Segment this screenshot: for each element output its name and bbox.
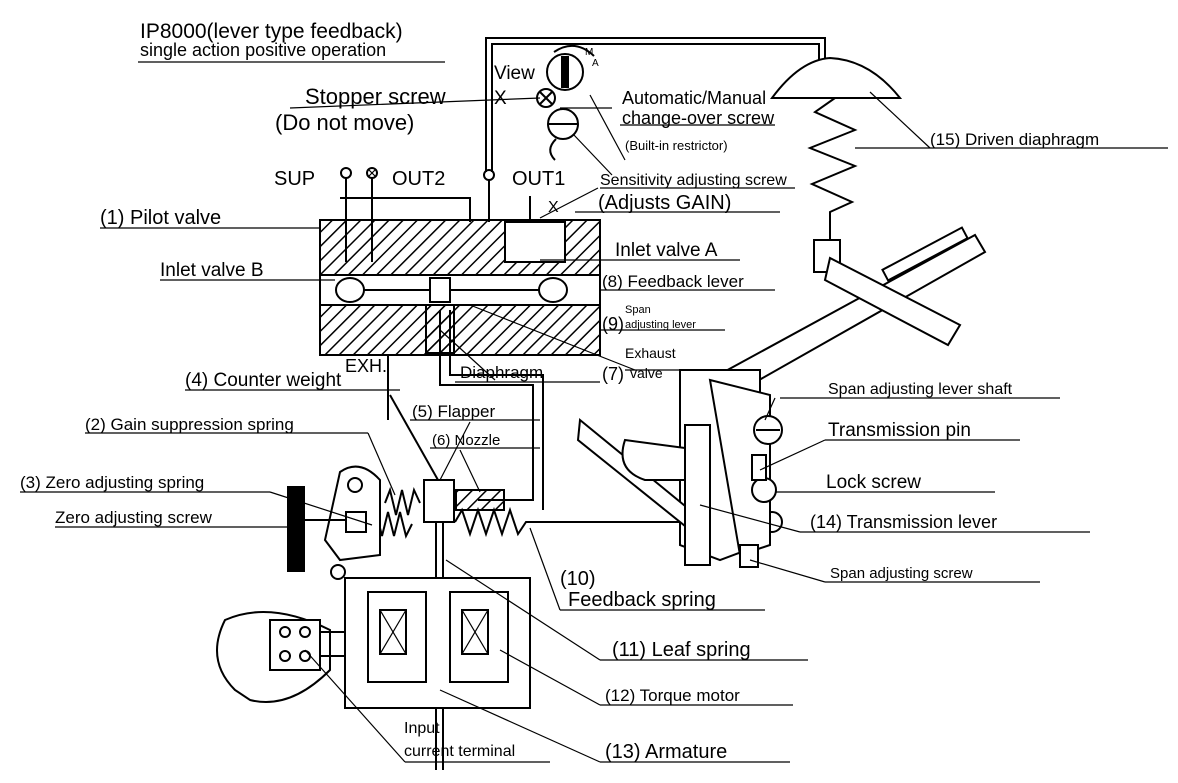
label-span-lever-1: Span: [625, 304, 651, 316]
label-leaf-spring: (11) Leaf spring: [612, 639, 751, 661]
label-zero-screw: Zero adjusting screw: [55, 508, 213, 527]
nozzle-air-line: [439, 310, 534, 501]
leader-transmission-pin: [759, 439, 826, 471]
label-exhaust-2: valve: [630, 365, 663, 381]
gain-spring-shape: [384, 486, 421, 516]
terminal-block: [269, 619, 321, 671]
port-exh: EXH.: [345, 356, 387, 376]
label-input-terminal-2: current terminal: [404, 743, 515, 760]
port-sup: SUP: [274, 168, 315, 190]
leader-armature: [439, 689, 601, 763]
dial-circle: [546, 53, 584, 91]
label-pilot-valve: (1) Pilot valve: [100, 207, 221, 229]
label-exhaust-num: (7): [602, 364, 624, 384]
label-sensitivity-1: Sensitivity adjusting screw: [600, 172, 787, 189]
label-auto-manual-1: Automatic/Manual: [622, 88, 766, 108]
view-hook: [549, 138, 557, 161]
driven-diaphragm-shape: [770, 56, 903, 99]
inlet-valve-b-ball: [335, 277, 365, 303]
label-driven-diaphragm: (15) Driven diaphragm: [930, 130, 1099, 149]
label-feedback-spring-num: (10): [560, 568, 596, 590]
label-counter-weight: (4) Counter weight: [185, 370, 342, 391]
label-feedback-spring: Feedback spring: [568, 589, 716, 611]
label-span-lever-2: adjusting lever: [625, 319, 696, 331]
dial-slot: [561, 56, 569, 88]
nozzle-body: [455, 489, 505, 511]
label-builtin-restrictor: (Built-in restrictor): [625, 138, 728, 153]
label-flapper: (5) Flapper: [412, 402, 495, 421]
diaphragm-spring: [807, 97, 858, 240]
inlet-valve-a-ball: [538, 277, 568, 303]
leader-input-terminal: [304, 649, 406, 763]
sensitivity-chamber: [504, 221, 566, 263]
leader-torque-motor: [499, 649, 601, 706]
label-input-terminal-1: Input: [404, 720, 440, 737]
exhaust-valve-body: [429, 277, 451, 303]
label-armature: (13) Armature: [605, 741, 727, 763]
port-out1: OUT1: [512, 168, 565, 190]
label-stopper-screw: Stopper screw: [305, 84, 446, 109]
port-x-mark: X: [548, 199, 559, 216]
dial-mark-a: A: [592, 58, 599, 69]
zero-screw-knob: [287, 486, 305, 572]
title-line1: IP8000(lever type feedback): [140, 20, 403, 43]
label-auto-manual-2: change-over screw: [622, 108, 775, 128]
dial-arc: [553, 45, 595, 57]
label-nozzle: (6) Nozzle: [432, 432, 500, 449]
label-span-shaft: Span adjusting lever shaft: [828, 381, 1013, 398]
view-x-label: X: [494, 88, 507, 109]
leader-feedback-spring: [529, 527, 561, 611]
leader-exhaust: [469, 304, 636, 371]
diaphragm-block: [425, 304, 455, 354]
leader-span-screw: [749, 559, 826, 583]
label-inlet-valve-b: Inlet valve B: [160, 260, 264, 281]
feedback-lever-slot: [881, 226, 969, 282]
leader-sensitivity: [539, 187, 599, 219]
label-lock-screw: Lock screw: [826, 472, 921, 493]
label-gain-spring: (2) Gain suppression spring: [85, 415, 294, 434]
label-sensitivity-2: (Adjusts GAIN): [598, 192, 731, 214]
label-transmission-lever: (14) Transmission lever: [810, 512, 997, 532]
label-torque-motor: (12) Torque motor: [605, 686, 740, 705]
counter-weight-block: [423, 479, 455, 523]
label-span-screw: Span adjusting screw: [830, 565, 973, 582]
label-exhaust-1: Exhaust: [625, 345, 676, 361]
label-inlet-valve-a: Inlet valve A: [615, 240, 718, 261]
span-screw-head: [739, 544, 759, 568]
dial-mark-m: M: [585, 47, 593, 58]
counter-weight-leader: [389, 394, 439, 481]
leader-stopper: [289, 97, 541, 109]
air-line-top-inner: [491, 43, 820, 172]
pilot-top-channel: [340, 197, 471, 222]
title-line2: single action positive operation: [140, 40, 386, 60]
air-line-top: [485, 37, 826, 172]
label-zero-spring: (3) Zero adjusting spring: [20, 473, 204, 492]
transmission-arm: [684, 424, 711, 566]
label-diaphragm: Diaphragm: [460, 363, 543, 382]
view-label: View: [494, 63, 535, 84]
transmission-pin-slot: [751, 454, 767, 481]
leader-diaphragm: [439, 329, 496, 381]
lock-screw-head: [751, 477, 777, 503]
port-out2: OUT2: [392, 168, 445, 190]
label-transmission-pin: Transmission pin: [828, 420, 971, 441]
rod-to-diaphragm: [823, 256, 962, 347]
feedback-spring-shape: [454, 506, 760, 538]
leader-leaf-spring: [445, 559, 601, 661]
zero-screw-nut: [345, 511, 367, 533]
label-span-lever-num: (9): [602, 314, 624, 334]
label-feedback-lever: (8) Feedback lever: [602, 272, 744, 291]
label-do-not-move: (Do not move): [275, 110, 414, 135]
leader-transmission-lever: [699, 504, 801, 533]
